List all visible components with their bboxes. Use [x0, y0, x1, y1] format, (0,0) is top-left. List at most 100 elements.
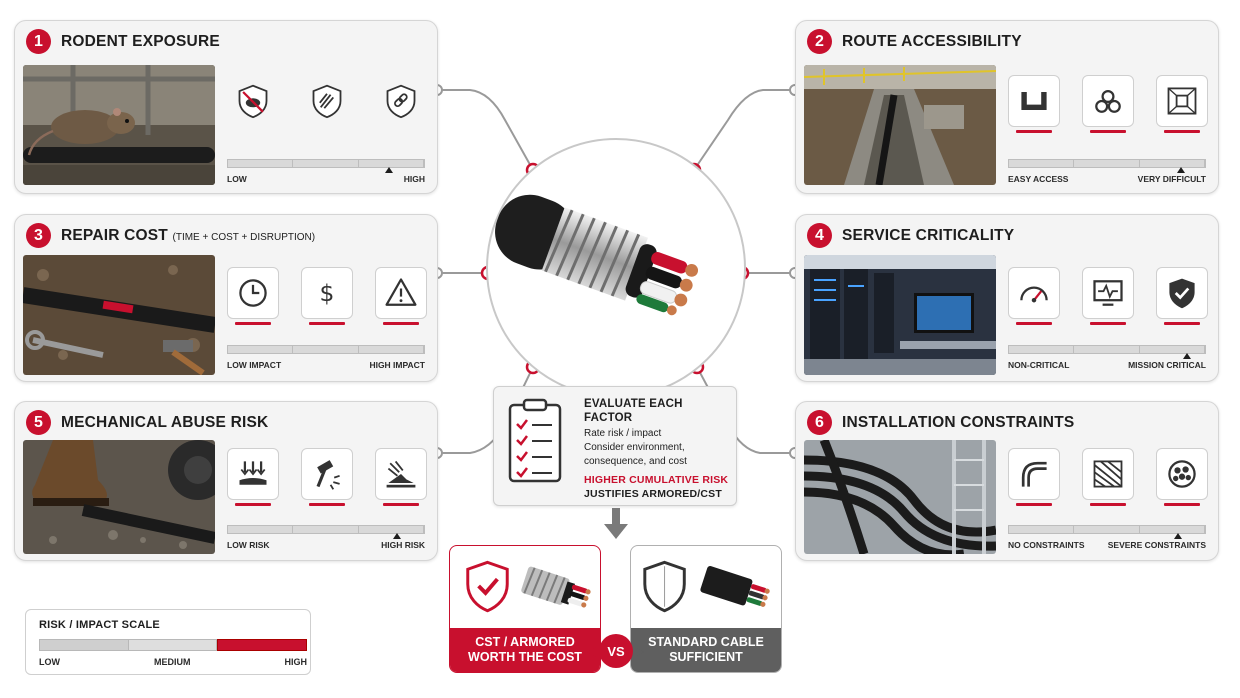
gauge-icon: [1008, 267, 1060, 325]
risk-scale: EASY ACCESS VERY DIFFICULT: [1008, 159, 1206, 184]
factor-icons: $: [227, 267, 427, 325]
factor-subtitle: (TIME + COST + DISRUPTION): [172, 231, 316, 243]
risk-scale-bar: [227, 159, 425, 173]
monitor-pulse-icon: [1082, 267, 1134, 325]
scale-high-label: SEVERE CONSTRAINTS: [1107, 540, 1206, 550]
scale-marker: [1173, 533, 1182, 539]
conduit-fill-icon: [1156, 448, 1208, 506]
factor-icons: [1008, 448, 1208, 506]
rodent-photo: [23, 65, 215, 185]
cable-tray-photo: [804, 440, 996, 554]
scale-low-label: LOW: [227, 174, 247, 184]
trench-photo: [804, 65, 996, 185]
clock-icon: [227, 267, 279, 325]
risk-scale: LOW HIGH: [227, 159, 425, 184]
legend-high-label: HIGH: [284, 657, 308, 667]
armored-cable-hub: [486, 138, 746, 398]
factor-icons: [1008, 267, 1208, 325]
scale-high-label: HIGH RISK: [381, 540, 425, 550]
outcome-armored: CST / ARMORED WORTH THE COST: [449, 545, 601, 673]
evaluate-line-3: consequence, and cost: [584, 456, 687, 467]
scale-marker: [1177, 167, 1186, 173]
factor-panel-installation-constraints: 6 INSTALLATION CONSTRAINTS: [795, 401, 1219, 561]
factor-title: SERVICE CRITICALITY: [842, 226, 1015, 244]
factor-panel-service-criticality: 4 SERVICE CRITICALITY NON-CRITICAL MISSIO…: [795, 214, 1219, 382]
legend-medium-label: MEDIUM: [154, 657, 191, 667]
hammer-impact-icon: [301, 448, 353, 506]
factor-number-badge: 4: [807, 223, 832, 248]
svg-text:$: $: [320, 279, 335, 307]
scale-marker: [1183, 353, 1192, 359]
factor-title: MECHANICAL ABUSE RISK: [61, 413, 269, 431]
scale-low-label: EASY ACCESS: [1008, 174, 1069, 184]
panel-title: 5 MECHANICAL ABUSE RISK: [26, 410, 268, 435]
factor-title: ROUTE ACCESSIBILITY: [842, 32, 1022, 50]
scale-marker: [392, 533, 401, 539]
scale-low-label: NO CONSTRAINTS: [1008, 540, 1085, 550]
pipes-icon: [1082, 75, 1134, 133]
factor-number-badge: 2: [807, 29, 832, 54]
risk-scale-bar: [227, 525, 425, 539]
damaged-cable-photo: [23, 255, 215, 375]
armored-outcome-label: CST / ARMORED WORTH THE COST: [450, 628, 600, 672]
factor-title: RODENT EXPOSURE: [61, 32, 220, 50]
factor-number-badge: 6: [807, 410, 832, 435]
evaluate-line-1: Rate risk / impact: [584, 428, 662, 439]
evaluate-text: EVALUATE EACH FACTOR Rate risk / impact …: [584, 397, 734, 501]
scale-high-label: HIGH: [403, 174, 425, 184]
factor-title: REPAIR COST (TIME + COST + DISRUPTION): [61, 227, 315, 245]
factor-icons: [227, 75, 427, 133]
trench-icon: [1008, 75, 1060, 133]
panel-title: 1 RODENT EXPOSURE: [26, 29, 220, 54]
no-rodent-shield-icon: [227, 75, 279, 133]
risk-scale: NON-CRITICAL MISSION CRITICAL: [1008, 345, 1206, 370]
shield-check-icon: [1156, 267, 1208, 325]
chain-shield-icon: [375, 75, 427, 133]
crush-force-icon: [227, 448, 279, 506]
bend-radius-icon: [1008, 448, 1060, 506]
bite-shield-icon: [301, 75, 353, 133]
evaluate-factors-box: EVALUATE EACH FACTOR Rate risk / impact …: [493, 386, 737, 506]
factor-panel-repair-cost: 3 REPAIR COST (TIME + COST + DISRUPTION)…: [14, 214, 438, 382]
evaluate-line-2: Consider environment,: [584, 442, 685, 453]
panel-title: 2 ROUTE ACCESSIBILITY: [807, 29, 1022, 54]
server-room-photo: [804, 255, 996, 375]
factor-panel-route-accessibility: 2 ROUTE ACCESSIBILITY EASY ACCESS VERY DI…: [795, 20, 1219, 194]
checklist-clipboard-icon: [508, 398, 562, 483]
factor-icons: [227, 448, 427, 506]
boot-cable-photo: [23, 440, 215, 554]
factor-title: INSTALLATION CONSTRAINTS: [842, 413, 1075, 431]
scale-high-label: VERY DIFFICULT: [1137, 174, 1206, 184]
scale-high-label: MISSION CRITICAL: [1128, 360, 1206, 370]
scale-marker: [384, 167, 393, 173]
panel-title: 6 INSTALLATION CONSTRAINTS: [807, 410, 1074, 435]
tunnel-icon: [1156, 75, 1208, 133]
standard-outcome-label: STANDARD CABLE SUFFICIENT: [631, 628, 781, 672]
vs-badge: VS: [599, 634, 633, 668]
evaluate-heading: EVALUATE EACH FACTOR: [584, 398, 683, 424]
panel-title: 3 REPAIR COST (TIME + COST + DISRUPTION): [26, 223, 315, 248]
scale-low-label: LOW RISK: [227, 540, 270, 550]
factor-number-badge: 5: [26, 410, 51, 435]
vs-right-arrow-icon: [635, 647, 644, 657]
cable-tray-icon: [1082, 448, 1134, 506]
scale-low-label: NON-CRITICAL: [1008, 360, 1070, 370]
scale-high-label: HIGH IMPACT: [369, 360, 425, 370]
risk-scale-bar: [1008, 345, 1206, 359]
legend-bar: [39, 639, 308, 651]
risk-scale-bar: [1008, 525, 1206, 539]
risk-scale-bar: [227, 345, 425, 354]
dollar-icon: $: [301, 267, 353, 325]
factor-icons: [1008, 75, 1208, 133]
legend-title: RISK / IMPACT SCALE: [39, 619, 160, 631]
armored-outcome-image: [466, 560, 591, 613]
factor-number-badge: 3: [26, 223, 51, 248]
justifies-armored-label: JUSTIFIES ARMORED/CST: [584, 488, 722, 500]
risk-scale: LOW RISK HIGH RISK: [227, 525, 425, 550]
cumulative-risk-label: HIGHER CUMULATIVE RISK: [584, 474, 729, 486]
factor-panel-rodent-exposure: 1 RODENT EXPOSURE LOW HIGH: [14, 20, 438, 194]
warning-icon: [375, 267, 427, 325]
legend-low-label: LOW: [39, 657, 60, 667]
